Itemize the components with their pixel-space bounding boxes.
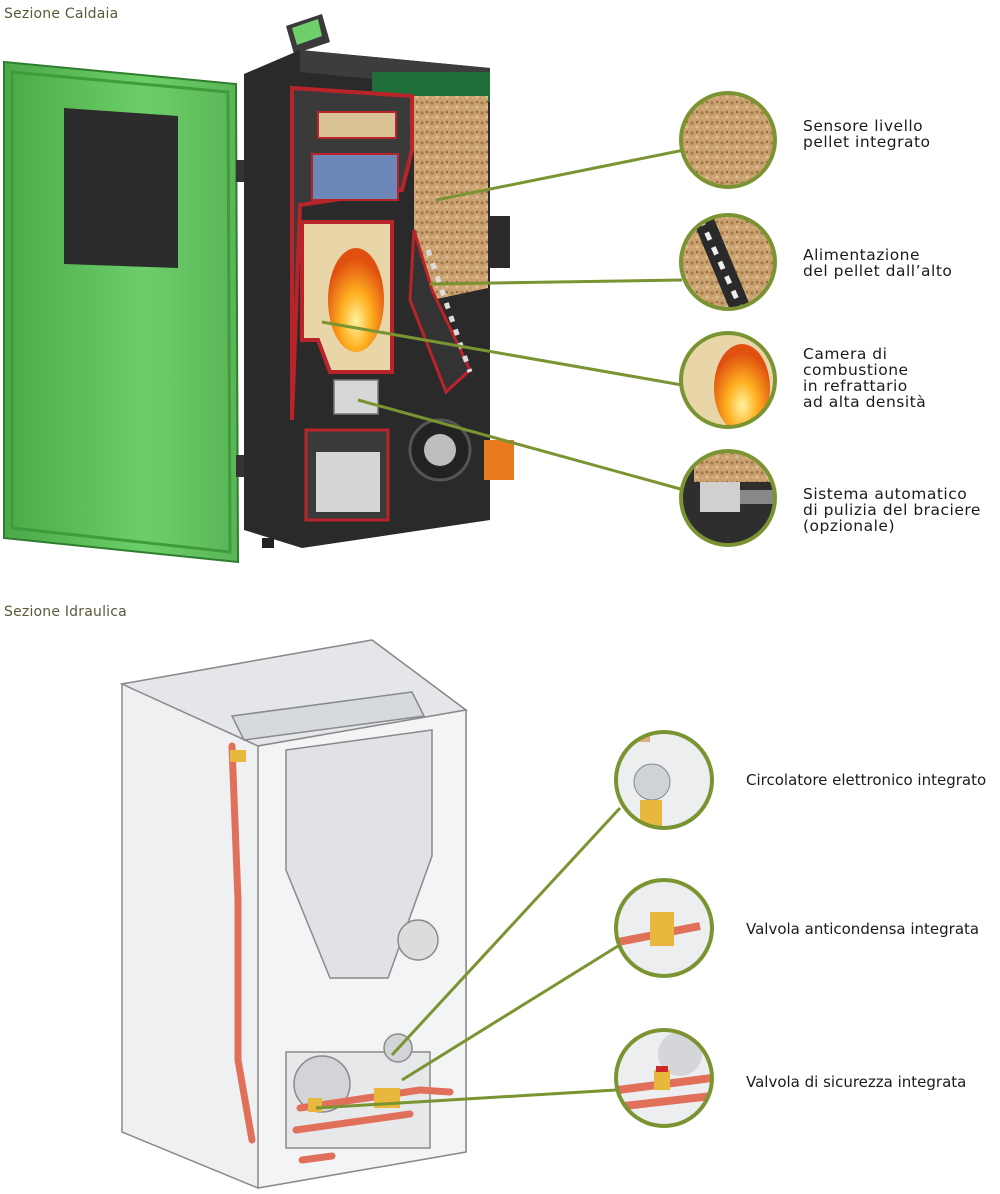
zoom-circle-safety-valve [614, 1028, 714, 1128]
hydraulic-leader-lines [315, 806, 622, 1110]
callout-label-pellet-sensor: Sensore livello pellet integrato [803, 118, 931, 150]
zoom-circle-combustion-chamber [679, 331, 777, 429]
boiler-casing [119, 639, 468, 1189]
callout-label-line: pellet integrato [803, 133, 931, 151]
callout-label-line: in refrattario [803, 377, 908, 395]
callout-label-anticondensation-valve: Valvola anticondensa integrata [746, 920, 980, 938]
boiler-body [244, 50, 514, 548]
callout-label-line: ad alta densità [803, 393, 927, 411]
callout-label-safety-valve: Valvola di sicurezza integrata [746, 1073, 967, 1091]
zoom-circle-anticondensation-valve [614, 878, 714, 978]
callout-label-circulator: Circolatore elettronico integrato [746, 771, 987, 789]
section-title-idraulica: Sezione Idraulica [4, 604, 127, 620]
boiler-door [3, 60, 244, 564]
callout-label-line: Alimentazione [803, 246, 921, 264]
callout-label-line: Camera di [803, 345, 888, 363]
zoom-circle-pellet-sensor [679, 91, 777, 189]
callout-label-line: di pulizia del braciere [803, 501, 981, 519]
section-title-caldaia: Sezione Caldaia [4, 6, 119, 22]
callout-label-line: combustione [803, 361, 909, 379]
hydraulic-section-illustration [119, 639, 714, 1189]
copper-pipes [228, 742, 454, 1164]
control-panel [286, 14, 330, 54]
callout-label-line: (opzionale) [803, 517, 896, 535]
callout-label-line: Sensore livello [803, 117, 924, 135]
callout-label-combustion-chamber: Camera di combustione in refrattario ad … [803, 346, 926, 410]
zoom-circle-pellet-feed [679, 213, 777, 311]
callout-leader-lines [321, 148, 685, 492]
callout-label-line: Sistema automatico [803, 485, 968, 503]
callout-label-line: del pellet dall’alto [803, 262, 953, 280]
boiler-cutaway-illustration [3, 14, 777, 564]
zoom-circle-circulator [614, 730, 714, 830]
callout-label-cleaning-system: Sistema automatico di pulizia del bracie… [803, 486, 981, 534]
zoom-circle-cleaning-system [679, 449, 777, 547]
callout-label-pellet-feed: Alimentazione del pellet dall’alto [803, 247, 952, 279]
